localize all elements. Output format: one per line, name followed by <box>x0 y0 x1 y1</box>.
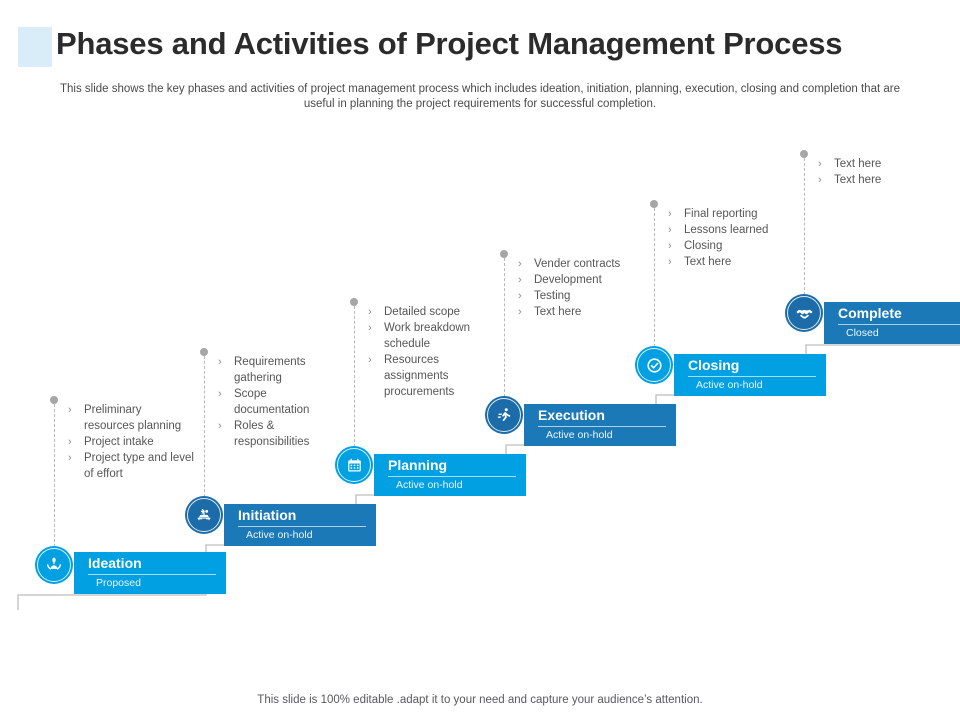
list-item: ›Development <box>518 274 602 286</box>
status-badge: Active on-hold <box>546 429 613 441</box>
divider <box>838 324 960 325</box>
step-bar-planning[interactable]: Planning Active on-hold <box>374 454 526 496</box>
chevron-right-icon: › <box>368 322 372 334</box>
step-bullet-list: ›Requirements gathering ›Scope documenta… <box>216 354 344 450</box>
step-bullet-list: ›Text here ›Text here <box>816 156 944 188</box>
chevron-right-icon: › <box>518 258 522 270</box>
step-bar-complete[interactable]: Complete Closed <box>824 302 960 344</box>
step-bullet-list: ›Final reporting ›Lessons learned ›Closi… <box>666 206 794 270</box>
step-bullet-list: ›Preliminary resources planning ›Project… <box>66 402 194 482</box>
step-connector-line <box>203 356 205 502</box>
chevron-right-icon: › <box>68 404 72 416</box>
chevron-right-icon: › <box>668 240 672 252</box>
step-label: Closing <box>688 357 740 373</box>
page-title: Phases and Activities of Project Managem… <box>56 26 843 61</box>
calendar-icon[interactable] <box>335 446 373 484</box>
list-item: ›Testing <box>518 290 571 302</box>
divider <box>538 426 666 427</box>
list-item: ›Lessons learned <box>668 224 769 236</box>
divider <box>88 574 216 575</box>
footer-note: This slide is 100% editable .adapt it to… <box>257 694 703 706</box>
slide-header: Phases and Activities of Project Managem… <box>0 0 960 120</box>
chevron-right-icon: › <box>218 388 222 400</box>
step-marker-dot <box>50 396 58 404</box>
page-subtitle: This slide shows the key phases and acti… <box>60 83 900 110</box>
chevron-right-icon: › <box>518 274 522 286</box>
step-marker-dot <box>200 348 208 356</box>
chevron-right-icon: › <box>68 436 72 448</box>
list-item: ›Closing <box>668 240 723 252</box>
chevron-right-icon: › <box>668 256 672 268</box>
chevron-right-icon: › <box>68 452 72 464</box>
runner-icon[interactable] <box>485 396 523 434</box>
status-badge: Proposed <box>96 577 141 589</box>
list-item: ›Text here <box>818 174 882 186</box>
step-label: Planning <box>388 457 448 473</box>
step-bullet-list: ›Detailed scope ›Work breakdown schedule… <box>366 304 494 400</box>
divider <box>688 376 816 377</box>
chevron-right-icon: › <box>368 354 372 366</box>
step-label: Initiation <box>238 507 297 523</box>
step-marker-dot <box>800 150 808 158</box>
list-item: ›Resources assignments procurements <box>368 354 455 398</box>
list-item: ›Project type and level of effort <box>68 452 194 480</box>
list-item: ›Text here <box>668 256 732 268</box>
list-item: ›Roles & responsibilities <box>218 420 310 448</box>
list-item: ›Vender contracts <box>518 258 621 270</box>
list-item: ›Requirements gathering <box>218 356 306 384</box>
step-connector-line <box>53 404 55 552</box>
step-bar-initiation[interactable]: Initiation Active on-hold <box>224 504 376 546</box>
step-label: Execution <box>538 407 605 423</box>
chevron-right-icon: › <box>668 208 672 220</box>
chevron-right-icon: › <box>518 306 522 318</box>
step-bar-closing[interactable]: Closing Active on-hold <box>674 354 826 396</box>
status-badge: Active on-hold <box>396 479 463 491</box>
chevron-right-icon: › <box>218 420 222 432</box>
handshake-icon[interactable] <box>785 294 823 332</box>
list-item: ›Final reporting <box>668 208 758 220</box>
title-accent-band <box>18 27 52 67</box>
chevron-right-icon: › <box>368 306 372 318</box>
list-item: ›Text here <box>818 158 882 170</box>
car-idea-icon[interactable] <box>185 496 223 534</box>
status-badge: Closed <box>846 327 879 339</box>
step-bar-ideation[interactable]: Ideation Proposed <box>74 552 226 594</box>
divider <box>238 526 366 527</box>
status-badge: Active on-hold <box>696 379 763 391</box>
list-item: ›Text here <box>518 306 582 318</box>
chevron-right-icon: › <box>218 356 222 368</box>
chevron-right-icon: › <box>818 158 822 170</box>
list-item: ›Detailed scope <box>368 306 461 318</box>
step-marker-dot <box>500 250 508 258</box>
list-item: ›Work breakdown schedule <box>368 322 471 350</box>
step-label: Ideation <box>88 555 142 571</box>
status-badge: Active on-hold <box>246 529 313 541</box>
divider <box>388 476 516 477</box>
check-circle-icon[interactable] <box>635 346 673 384</box>
hands-plant-icon[interactable] <box>35 546 73 584</box>
list-item: ›Scope documentation <box>218 388 310 416</box>
list-item: ›Project intake <box>68 436 154 448</box>
list-item: ›Preliminary resources planning <box>68 404 182 432</box>
chevron-right-icon: › <box>668 224 672 236</box>
step-connector-line <box>353 306 355 452</box>
step-bullet-list: ›Vender contracts ›Development ›Testing … <box>516 256 644 320</box>
chevron-right-icon: › <box>518 290 522 302</box>
step-bar-execution[interactable]: Execution Active on-hold <box>524 404 676 446</box>
step-marker-dot <box>350 298 358 306</box>
chevron-right-icon: › <box>818 174 822 186</box>
step-marker-dot <box>650 200 658 208</box>
step-label: Complete <box>838 305 902 321</box>
step-connector-line <box>653 208 655 352</box>
step-connector-line <box>803 158 805 300</box>
step-connector-line <box>503 258 505 402</box>
